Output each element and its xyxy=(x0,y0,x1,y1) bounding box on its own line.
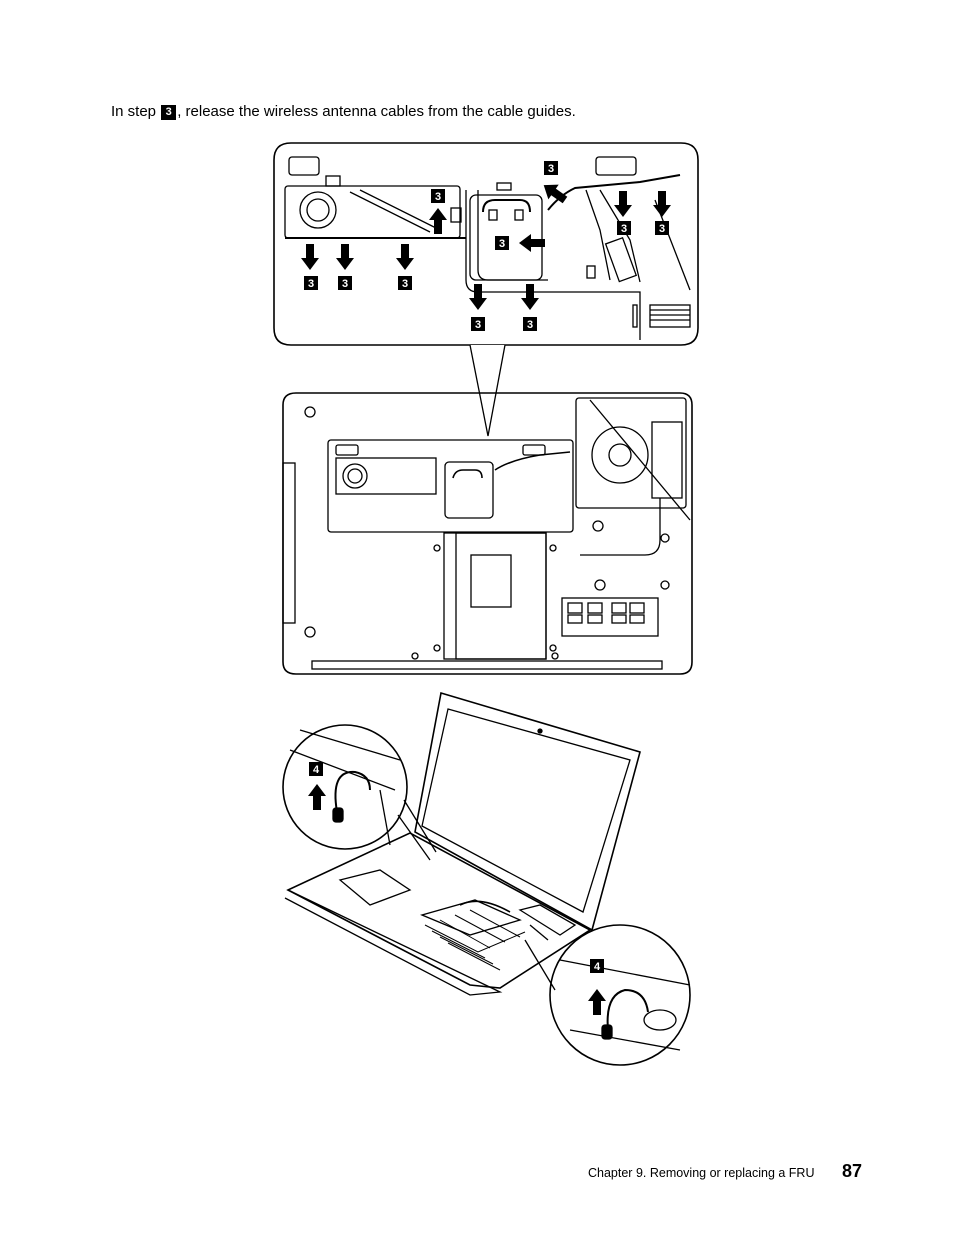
laptop-open-view xyxy=(282,691,691,1066)
callout-label: 3 xyxy=(659,223,665,235)
laptop-bottom-view xyxy=(282,392,693,675)
callout-label: 3 xyxy=(435,191,441,203)
callout-label: 3 xyxy=(527,319,533,331)
callout-label: 3 xyxy=(621,223,627,235)
callout-label: 3 xyxy=(475,319,481,331)
instruction-suffix: , release the wireless antenna cables fr… xyxy=(177,103,576,120)
page-number: 87 xyxy=(842,1161,863,1181)
callout-label: 3 xyxy=(499,238,505,250)
callout-label: 4 xyxy=(313,764,320,776)
callouts-step4: 4 4 xyxy=(309,762,604,973)
step-badge: 3 xyxy=(161,105,177,120)
instruction-prefix: In step xyxy=(111,103,157,120)
callout-label: 3 xyxy=(308,278,314,290)
callout-label: 3 xyxy=(402,278,408,290)
callout-label: 4 xyxy=(594,961,601,973)
callout-label: 3 xyxy=(548,163,554,175)
arrows-step3 xyxy=(301,177,671,310)
instruction-text: In step 3, release the wireless antenna … xyxy=(111,102,576,122)
callout-label: 3 xyxy=(342,278,348,290)
footer-chapter: Chapter 9. Removing or replacing a FRU xyxy=(588,1166,815,1180)
callouts-step3: 3 3 3 3 3 3 3 3 3 3 xyxy=(304,161,669,331)
zoom-detail-top xyxy=(273,142,699,437)
